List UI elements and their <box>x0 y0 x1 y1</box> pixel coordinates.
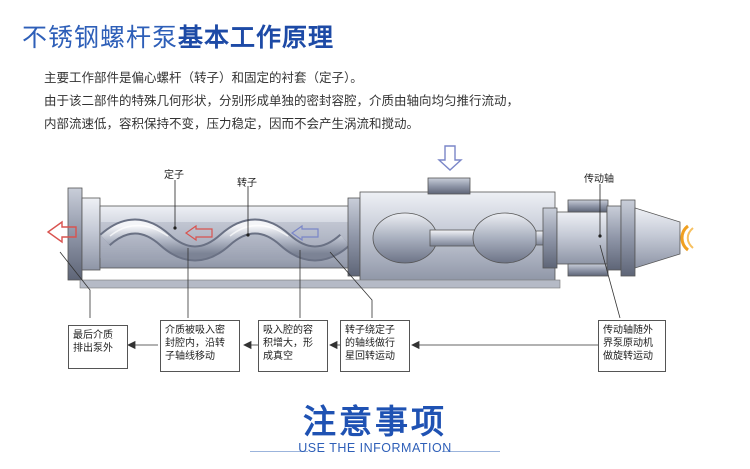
step-box-discharge: 最后介质 排出泵外 <box>68 325 128 369</box>
step-box-drive-rotation: 传动轴随外 界泵原动机 做旋转运动 <box>598 320 666 372</box>
section-heading: 注意事项 <box>303 402 447 441</box>
intro-line: 内部流速低，容积保持不变，压力稳定，因而不会产生涡流和搅动。 <box>44 116 420 131</box>
step-box-sealed-cavity: 介质被吸入密 封腔内，沿转 子轴线移动 <box>160 320 240 372</box>
title-bold: 基本工作原理 <box>178 23 335 52</box>
rotation-arrow <box>680 224 690 252</box>
step-box-vacuum: 吸入腔的容 积增大，形 成真空 <box>258 320 328 372</box>
flow-arrow-blue <box>290 224 319 242</box>
step-box-planetary-motion: 转子绕定子 的轴线做行 星回转运动 <box>340 320 410 372</box>
pump-drawing <box>46 145 694 350</box>
page-title: 不锈钢螺杆泵基本工作原理 <box>22 18 334 54</box>
section-subheading: USE THE INFORMATION <box>298 441 452 455</box>
inlet-arrow <box>437 145 463 171</box>
intro-line: 由于该二部件的特殊几何形状，分别形成单独的密封容腔，介质由轴向均匀推行流动， <box>44 93 520 108</box>
drive-shaft <box>634 207 681 269</box>
outlet-flange <box>67 187 83 281</box>
label-rotor: 转子 <box>237 178 257 189</box>
inlet-port <box>427 177 471 195</box>
label-stator: 定子 <box>164 170 184 181</box>
intro-line: 主要工作部件是偏心螺杆（转子）和固定的衬套（定子）。 <box>44 70 363 85</box>
outlet-arrow <box>46 220 77 244</box>
bearing-housing <box>556 211 608 265</box>
title-normal: 不锈钢螺杆泵 <box>22 23 179 52</box>
divider-right <box>442 451 500 452</box>
label-drive-shaft: 传动轴 <box>584 174 614 185</box>
pump-diagram: 定子 转子 传动轴 最后介质 排出泵外 介质被吸入密 封腔内，沿转 子轴线移动 … <box>0 140 750 390</box>
divider-left <box>250 451 308 452</box>
intro-text: 主要工作部件是偏心螺杆（转子）和固定的衬套（定子）。 由于该二部件的特殊几何形状… <box>44 66 724 135</box>
flow-arrow-red <box>184 224 213 242</box>
